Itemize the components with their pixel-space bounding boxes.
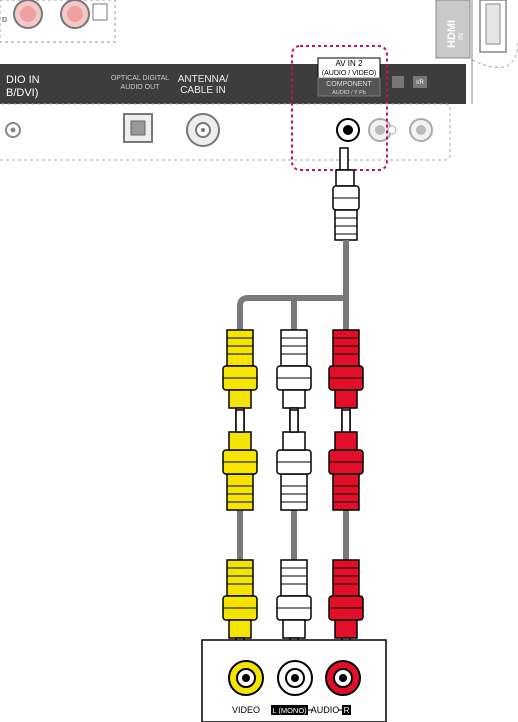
white-plug-middle bbox=[276, 409, 312, 511]
av-in-sublabel: (AUDIO / VIDEO) bbox=[322, 70, 376, 77]
device-box: VIDEO L (MONO) AUDIO R bbox=[201, 639, 387, 722]
audio-in-label-1: DIO IN bbox=[6, 74, 40, 86]
component-label: COMPONENT bbox=[326, 81, 372, 88]
component-pr-box bbox=[392, 76, 404, 88]
audio-label: AUDIO bbox=[311, 705, 340, 715]
red-plug-middle bbox=[328, 409, 364, 511]
optical-label-1: OPTICAL DIGITAL bbox=[111, 75, 169, 82]
jack-row bbox=[0, 103, 451, 161]
antenna-label-2: CABLE IN bbox=[180, 85, 226, 96]
highlight-box bbox=[291, 45, 388, 171]
video-label: VIDEO bbox=[232, 705, 260, 715]
mono-label: L (MONO) bbox=[272, 706, 307, 715]
svg-text:ɒ: ɒ bbox=[2, 14, 7, 24]
optical-label-2: AUDIO OUT bbox=[121, 84, 161, 91]
panel-label-band bbox=[0, 64, 466, 104]
r-label: R bbox=[344, 706, 350, 715]
in-label: IN bbox=[458, 33, 465, 40]
hdmi-label: HDMI bbox=[446, 20, 458, 48]
ir-label: I/R bbox=[416, 80, 424, 86]
top-connector-strip: ɒ bbox=[0, 0, 116, 43]
top-plug bbox=[332, 147, 360, 241]
antenna-label-1: ANTENNA/ bbox=[178, 74, 229, 85]
av-in-label: AV IN 2 bbox=[336, 59, 364, 68]
component-sublabel: AUDIO / Y Pb bbox=[332, 90, 366, 96]
audio-in-label-2: B/DVI) bbox=[6, 87, 38, 99]
yellow-plug-middle bbox=[222, 409, 258, 511]
hdmi-port: HDMI IN bbox=[435, 0, 518, 69]
